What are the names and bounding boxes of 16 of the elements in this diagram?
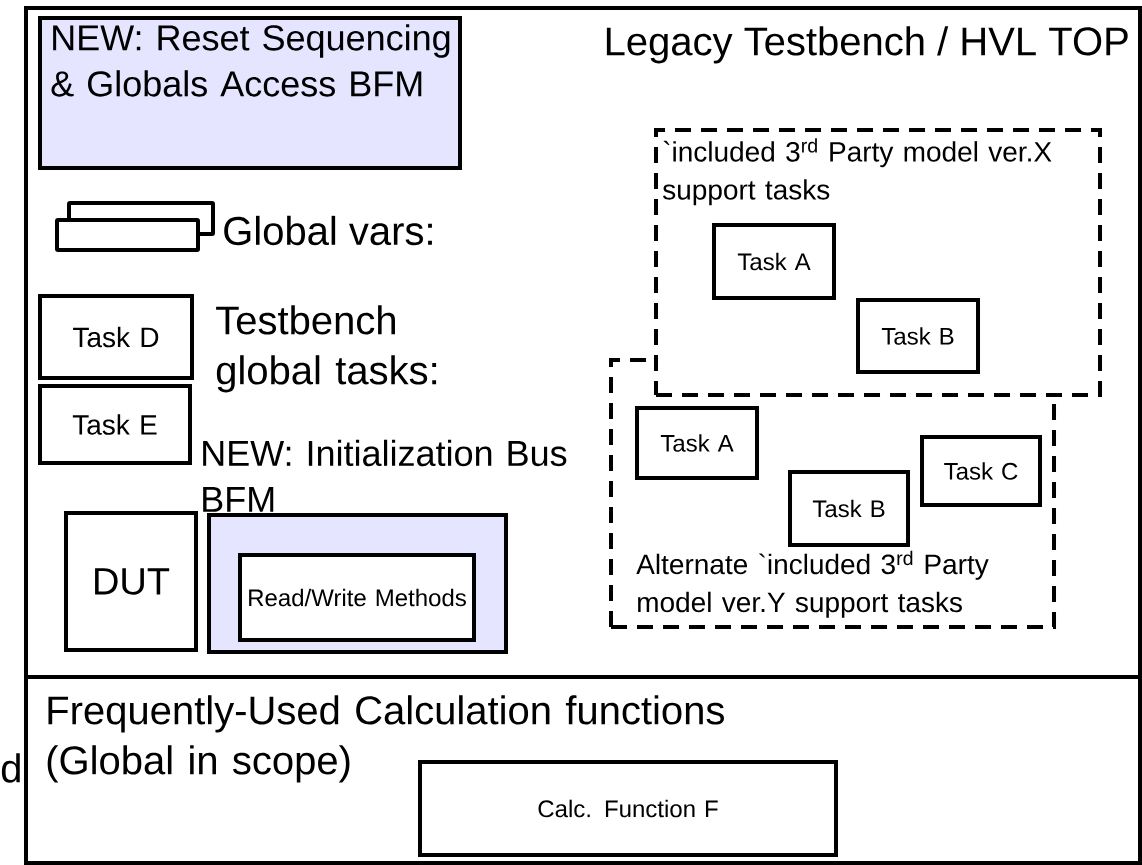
task-box: Read/Write Methods bbox=[238, 553, 476, 642]
dut-box: DUT bbox=[64, 511, 198, 652]
task-box: Calc. Function F bbox=[418, 760, 838, 857]
node-caption: Global vars: bbox=[224, 215, 432, 246]
task-box: Task C bbox=[920, 435, 1042, 507]
task-box: Task A bbox=[635, 406, 759, 480]
node-label: NEW: Initialization Bus BFM bbox=[203, 439, 567, 512]
label-text: Testbench global tasks: bbox=[216, 305, 437, 393]
bfm-box: NEW: Reset Sequencing & Globals Access BFM bbox=[38, 16, 462, 170]
task-box: Task A bbox=[712, 223, 836, 300]
stacked-boxes-icon bbox=[55, 201, 215, 252]
task-box: Task D bbox=[38, 294, 194, 380]
label-text: d bbox=[1, 753, 20, 783]
task-box: Task E bbox=[38, 384, 192, 465]
task-box: Task B bbox=[856, 298, 980, 374]
task-box: Task B bbox=[788, 470, 910, 547]
